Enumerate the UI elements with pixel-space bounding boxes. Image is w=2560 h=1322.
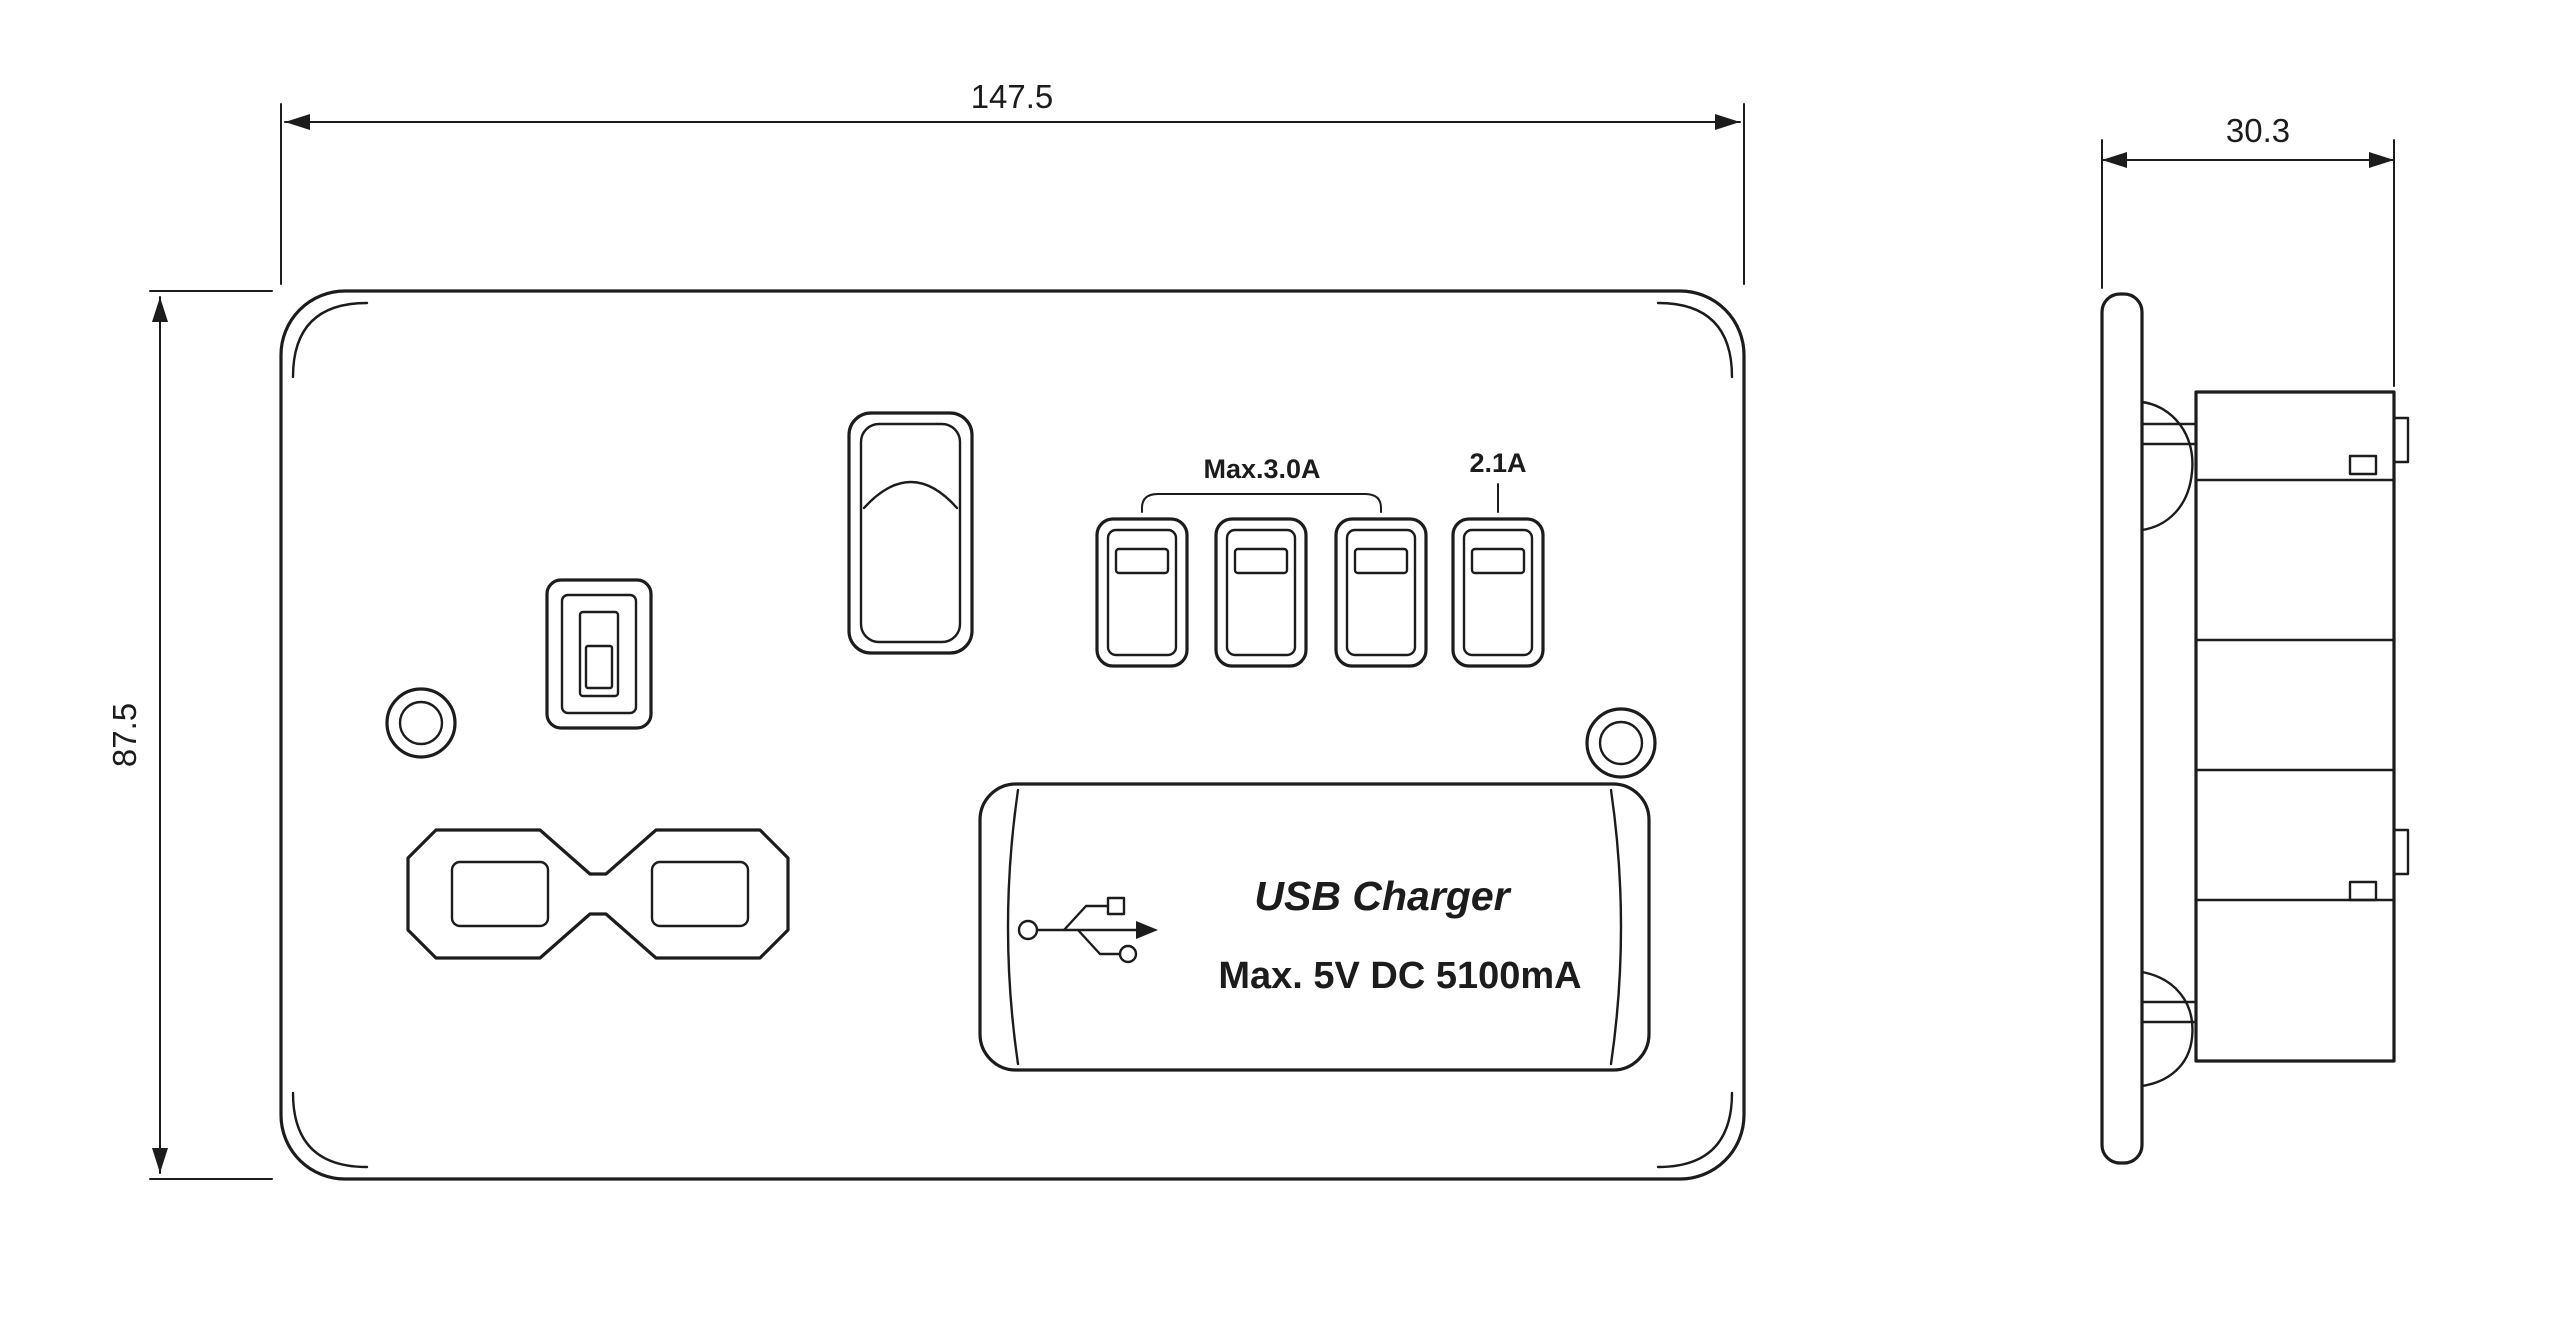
arrowhead-right: [1715, 114, 1740, 130]
charger-cover-bevel-right: [1609, 788, 1623, 1066]
mounting-clip-bottom: [2392, 828, 2410, 876]
trident-arrowhead: [1136, 921, 1158, 939]
usb-port-1: [1095, 517, 1189, 668]
usb-port-inner: [1106, 528, 1178, 657]
arrowhead-top: [152, 297, 168, 322]
trident-root-dot: [1017, 919, 1039, 941]
usb-port-4: [1451, 517, 1545, 668]
earth-outer: [545, 578, 653, 730]
rocker-bezel: [847, 411, 974, 655]
side-faceplate: [2100, 292, 2194, 1165]
line-neutral-apertures: [406, 828, 790, 960]
rocker-crease: [862, 480, 959, 510]
screw-left: [385, 687, 457, 759]
arrowhead-bottom: [152, 1148, 168, 1173]
arrowhead-left: [2102, 152, 2127, 168]
screw-inner: [1598, 720, 1644, 766]
mechanism-outline: [2194, 390, 2396, 1063]
earth-shutter: [584, 644, 614, 690]
usb-port-2: [1214, 517, 1308, 668]
usb-port-inner: [1225, 528, 1297, 657]
mounting-clip-top: [2392, 416, 2410, 464]
depth-dimension-label: 30.3: [2226, 112, 2290, 149]
dimension-depth: 30.3: [2101, 112, 2395, 387]
arrowhead-right: [2369, 152, 2394, 168]
earth-shutter-slot: [578, 610, 620, 698]
side-charger-bump: [2140, 970, 2194, 1088]
usb-group-annotation: Max.3.0A 2.1A: [1141, 448, 1527, 513]
corner-accent-bottom-right: [1656, 1091, 1734, 1169]
side-view: 30.3: [2100, 112, 2410, 1165]
usb-charger-cover: USB Charger Max. 5V DC 5100mA: [978, 782, 1651, 1072]
rocker-button: [859, 422, 962, 644]
usb-port-outer: [1451, 517, 1545, 668]
usb-port-tongue: [1233, 547, 1289, 575]
width-dimension-label: 147.5: [971, 78, 1054, 115]
usb-trident-icon: [1017, 896, 1158, 964]
rocker-switch: [847, 411, 974, 655]
trident-lower-branch: [1076, 928, 1122, 956]
height-dimension-label: 87.5: [106, 703, 143, 767]
terminal-screw-bottom: [2348, 880, 2378, 902]
aperture-right: [650, 860, 750, 928]
faceplate-outline: [279, 289, 1746, 1181]
usb-port-tongue: [1470, 547, 1526, 575]
screw-outer: [385, 687, 457, 759]
plate-box-bridge-top: [2140, 422, 2198, 446]
side-mechanism-box: [2140, 390, 2410, 1063]
faceplate: [279, 289, 1746, 1181]
side-faceplate-outline: [2100, 292, 2144, 1165]
front-view: 147.5 87.5: [106, 78, 1746, 1181]
usb-group-current-label: Max.3.0A: [1203, 454, 1320, 484]
corner-accent-top-right: [1656, 301, 1734, 379]
trident-circle-terminal: [1118, 944, 1138, 964]
usb-group-bracket: [1141, 493, 1382, 513]
trident-upper-branch: [1062, 904, 1110, 932]
charger-title-label: USB Charger: [1254, 873, 1511, 919]
dimension-width: 147.5: [280, 78, 1745, 285]
dimension-height: 87.5: [106, 290, 273, 1180]
earth-inner: [560, 593, 638, 715]
screw-inner: [398, 700, 444, 746]
charger-rating-label: Max. 5V DC 5100mA: [1218, 955, 1581, 997]
plate-box-bridge-bottom: [2140, 1000, 2198, 1024]
usb-port-tongue: [1353, 547, 1409, 575]
terminal-screw-top: [2348, 454, 2378, 476]
usb-port-3: [1334, 517, 1428, 668]
usb-port-outer: [1214, 517, 1308, 668]
charger-cover-bevel-left: [1006, 788, 1020, 1066]
aperture-left: [450, 860, 550, 928]
arrowhead-left: [285, 114, 310, 130]
usb-port-inner: [1345, 528, 1417, 657]
screw-outer: [1585, 707, 1657, 779]
usb-port-tongue: [1114, 547, 1170, 575]
earth-pin-aperture: [545, 578, 653, 730]
charger-cover-outline: [978, 782, 1651, 1072]
dog-bone-outline: [406, 828, 790, 960]
usb-port-outer: [1095, 517, 1189, 668]
corner-accent-top-left: [291, 301, 369, 379]
screw-right: [1585, 707, 1657, 779]
trident-square-terminal: [1106, 896, 1126, 916]
usb-port-inner: [1462, 528, 1534, 657]
usb-ports: Max.3.0A 2.1A: [1095, 448, 1545, 668]
side-rocker-bump: [2140, 400, 2194, 532]
corner-accent-bottom-left: [291, 1091, 369, 1169]
usb-port-outer: [1334, 517, 1428, 668]
usb-single-current-label: 2.1A: [1469, 448, 1526, 478]
